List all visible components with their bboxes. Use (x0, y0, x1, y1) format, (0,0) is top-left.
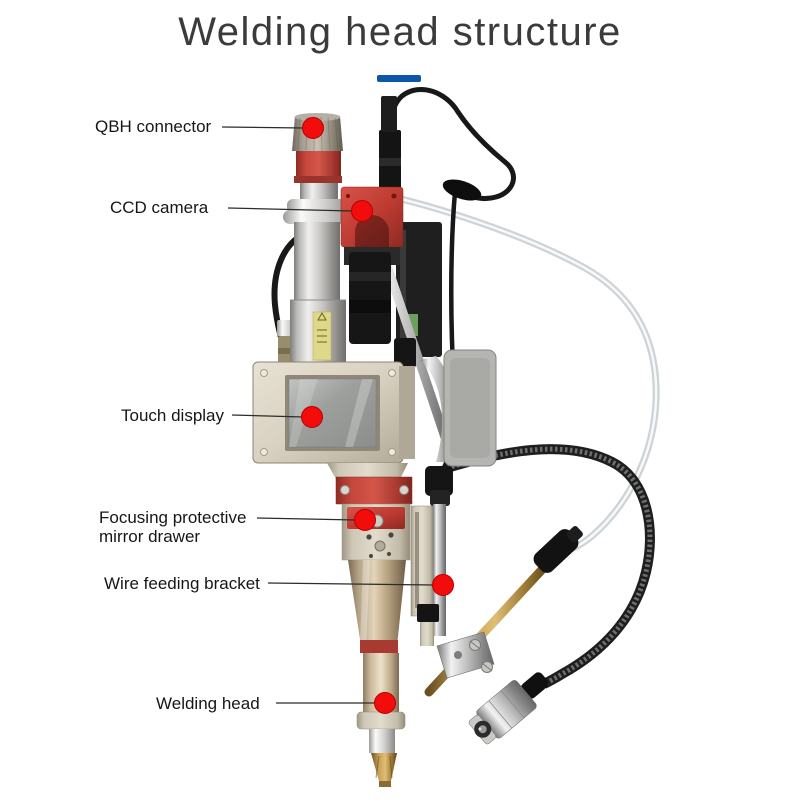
air-nozzle-part (468, 672, 549, 745)
label-qbh-connector: QBH connector (95, 117, 212, 136)
marker-dot-qbh-connector (302, 117, 324, 139)
label-focusing-protective-mirror-drawer: Focusing protective mirror drawer (99, 508, 247, 546)
title-underline (377, 75, 421, 82)
leader-line-touch-display (231, 414, 304, 418)
marker-dots (301, 117, 454, 714)
ccd-camera-part (340, 96, 404, 344)
wire-feed-tube (424, 526, 583, 697)
label-ccd-camera: CCD camera (110, 198, 209, 217)
leader-line-focusing-drawer (256, 517, 357, 521)
camera-lens-barrel (349, 252, 391, 344)
marker-dot-focusing-drawer (354, 509, 376, 531)
marker-dot-welding-head (374, 692, 396, 714)
marker-dot-touch-display (301, 406, 323, 428)
gooseneck-hose (425, 444, 655, 689)
welding-head-nozzle-part (348, 560, 406, 787)
label-wire-feeding-bracket: Wire feeding bracket (104, 574, 260, 593)
rear-assembly (358, 189, 497, 467)
label-welding-head: Welding head (156, 694, 260, 713)
collimator-body (290, 222, 346, 367)
leader-line-ccd-camera (227, 207, 353, 212)
leader-lines (221, 126, 435, 704)
page-title: Welding head structure (178, 10, 622, 54)
tube-clamp (436, 631, 495, 679)
touch-display-part (252, 361, 415, 464)
leader-line-wire-bracket (267, 582, 435, 586)
marker-dot-wire-bracket (432, 574, 454, 596)
marker-dot-ccd-camera (351, 200, 373, 222)
red-ring (360, 640, 398, 653)
wire-feeding-bracket-part (410, 504, 446, 646)
label-touch-display: Touch display (121, 406, 225, 425)
leader-line-qbh-connector (221, 126, 305, 129)
tube-fitting (533, 526, 583, 573)
